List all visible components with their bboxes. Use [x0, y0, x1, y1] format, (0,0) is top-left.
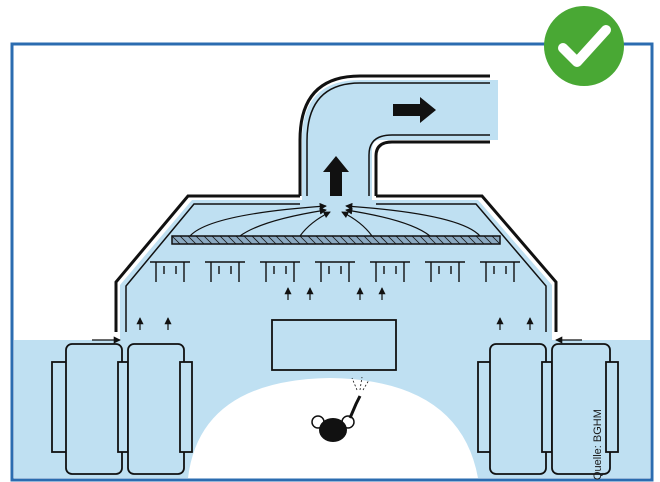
exhaust-flow-arrow — [393, 97, 436, 123]
checkmark-icon — [558, 25, 611, 67]
nozzle — [315, 261, 355, 282]
exhaust-duct — [298, 74, 490, 196]
nozzle — [370, 261, 410, 282]
nozzle — [425, 261, 465, 282]
nozzle-row — [150, 261, 520, 282]
nozzle — [260, 261, 300, 282]
hood-roof — [114, 194, 558, 332]
filter-grid — [171, 235, 501, 245]
left-drum-units — [51, 343, 193, 475]
nozzle — [480, 261, 520, 282]
uplift-arrow — [323, 156, 349, 196]
small-flow-arrows — [92, 287, 582, 344]
flow-lines-upper — [189, 202, 481, 237]
nozzle — [150, 261, 190, 282]
approved-check-badge — [544, 6, 624, 86]
nozzle — [205, 261, 245, 282]
right-drum-units — [477, 343, 619, 475]
workpiece-box — [271, 319, 397, 371]
source-label: Quelle: BGHM — [592, 409, 604, 480]
worker-figure — [311, 376, 370, 442]
